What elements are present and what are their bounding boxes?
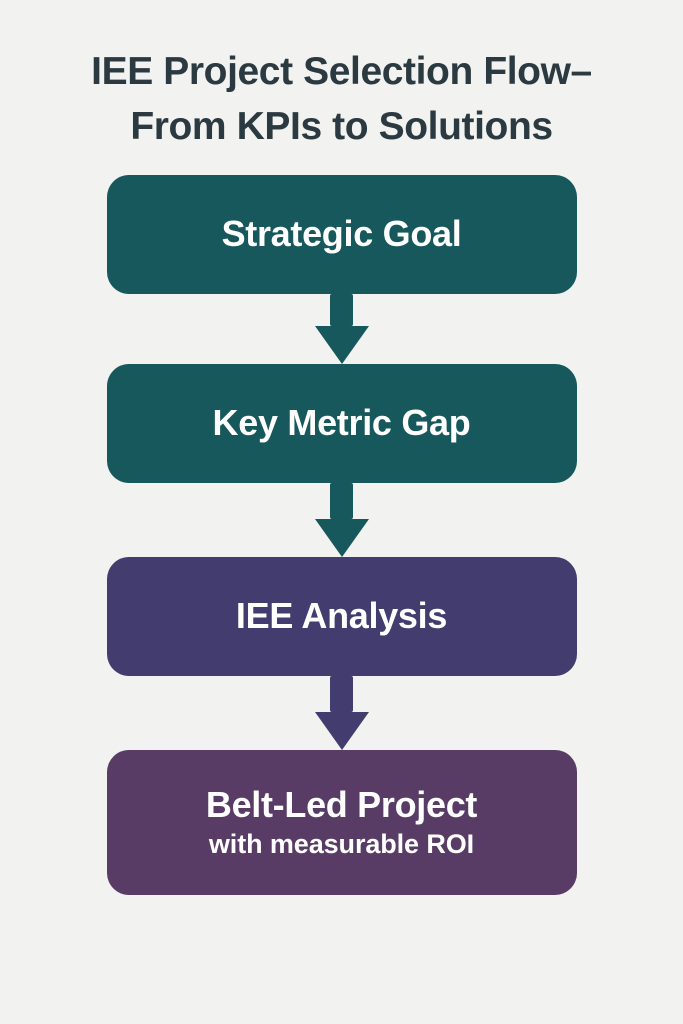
flow-node-belt-led-project: Belt-Led Project with measurable ROI: [106, 749, 577, 895]
flow-arrow-2-icon: [314, 482, 370, 557]
flow-arrow-3-icon: [314, 675, 370, 750]
flow-arrow-stem: [330, 482, 353, 519]
page-title: IEE Project Selection Flow– From KPIs to…: [42, 44, 642, 155]
flow-arrow-1-icon: [314, 293, 370, 364]
flow-arrow-head: [314, 518, 369, 557]
flow-node-label: Key Metric Gap: [212, 402, 471, 444]
page-title-line-1: IEE Project Selection Flow–: [91, 50, 592, 93]
flow-arrow-stem: [330, 293, 353, 326]
flow-node-label: Belt-Led Project: [205, 783, 478, 825]
flow-arrow-head: [314, 711, 369, 750]
flow-node-strategic-goal: Strategic Goal: [106, 174, 577, 294]
flow-node-label: Strategic Goal: [221, 213, 462, 255]
flow-node-label: IEE Analysis: [235, 595, 448, 637]
flow-container: Strategic Goal Key Metric Gap IEE Analys…: [0, 174, 683, 895]
flow-node-iee-analysis: IEE Analysis: [106, 556, 577, 676]
page-title-line-2: From KPIs to Solutions: [130, 105, 553, 149]
flow-arrow-head: [314, 325, 369, 364]
flow-arrow-stem: [330, 675, 353, 712]
flow-node-key-metric-gap: Key Metric Gap: [106, 363, 577, 483]
flow-node-sublabel: with measurable ROI: [208, 828, 475, 859]
